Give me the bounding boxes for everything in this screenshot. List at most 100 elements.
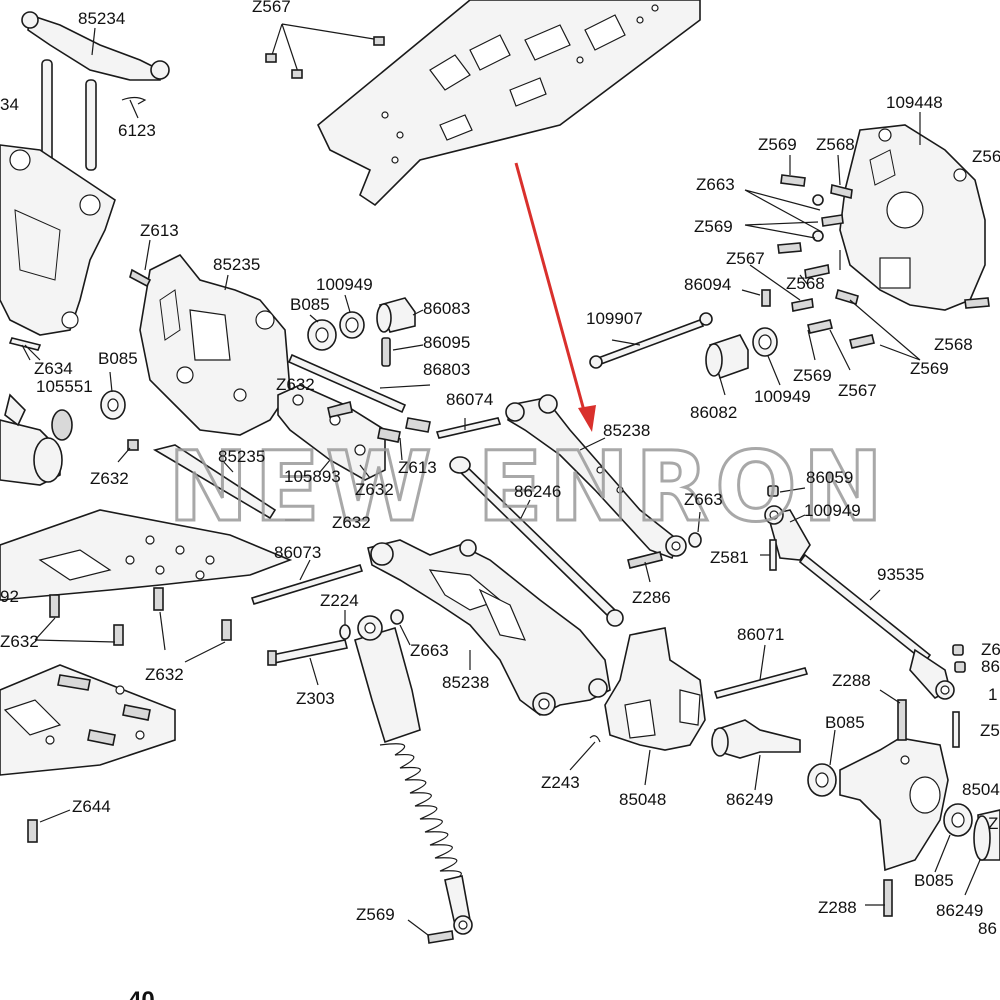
label-z663-b: Z663 — [684, 490, 723, 509]
label-z634: Z634 — [34, 359, 73, 378]
bracket-105893 — [277, 384, 386, 481]
screw-z581 — [769, 539, 777, 571]
label-z613-a: Z613 — [140, 221, 179, 240]
label-z663-c: Z663 — [410, 641, 449, 660]
label-z644: Z644 — [72, 797, 111, 816]
shaft-86803 — [287, 353, 407, 414]
ring-100949-b — [752, 327, 778, 357]
label-109448: 109448 — [886, 93, 943, 112]
label-86249-b: 86249 — [936, 901, 983, 920]
label-z568-c: Z568 — [934, 335, 973, 354]
label-b085-b: B085 — [98, 349, 138, 368]
differential — [0, 390, 126, 486]
label-34: 34 — [0, 95, 19, 114]
label-b085-c: B085 — [825, 713, 865, 732]
label-85238-b: 85238 — [442, 673, 489, 692]
label-z56-edge: Z56 — [972, 147, 1000, 166]
label-86249-a: 86249 — [726, 790, 773, 809]
part-labels: Z567 85234 34 6123 109448 Z569 Z568 Z56 … — [0, 0, 1000, 938]
nut-z663-b — [688, 532, 702, 548]
tie-rod-93535 — [764, 505, 955, 700]
nuts-right-edge — [952, 644, 966, 673]
label-8504-edge: 8504 — [962, 780, 1000, 799]
knuckle-8504 — [839, 737, 949, 872]
label-z632-d: Z632 — [332, 513, 371, 532]
label-z288-b: Z288 — [818, 898, 857, 917]
label-6123: 6123 — [118, 121, 156, 140]
driveshaft-86246 — [449, 456, 624, 627]
shock-absorber — [354, 615, 473, 935]
label-z288-a: Z288 — [832, 671, 871, 690]
screws-z632-bottom — [34, 587, 232, 663]
label-z632-c: Z632 — [355, 480, 394, 499]
label-86095: 86095 — [423, 333, 470, 352]
screw-z613-a — [129, 239, 152, 288]
screw-z5-edge — [952, 711, 960, 748]
label-z568-b: Z568 — [786, 274, 825, 293]
label-z286: Z286 — [632, 588, 671, 607]
label-100949-a: 100949 — [316, 275, 373, 294]
label-92: 92 — [0, 587, 19, 606]
screw-z632-b — [327, 401, 353, 418]
label-b085-d: B085 — [914, 871, 954, 890]
shaft-86071 — [713, 667, 809, 699]
label-z567-c: Z567 — [838, 381, 877, 400]
shaft-86073 — [250, 564, 364, 605]
label-86073: 86073 — [274, 543, 321, 562]
screws-z644 — [27, 809, 71, 843]
gearbox-109448 — [839, 124, 986, 311]
label-86094: 86094 — [684, 275, 731, 294]
label-z6-edge: Z6 — [981, 640, 1000, 659]
skid-plate — [0, 509, 293, 601]
label-z224: Z224 — [320, 591, 359, 610]
label-105893: 105893 — [284, 467, 341, 486]
lower-skid-plate — [0, 664, 176, 776]
ring-100949-a — [339, 311, 365, 339]
screw-z567-top — [265, 23, 385, 79]
washer-z224 — [339, 624, 351, 640]
label-z569-e: Z569 — [356, 905, 395, 924]
hub-carrier-85048 — [604, 627, 706, 751]
label-z569-d: Z569 — [910, 359, 949, 378]
label-100949-b: 100949 — [754, 387, 811, 406]
chassis-plate — [317, 0, 701, 207]
label-85238-a: 85238 — [603, 421, 650, 440]
label-z569-c: Z569 — [793, 366, 832, 385]
plate-85235-b — [152, 444, 277, 520]
label-86083: 86083 — [423, 299, 470, 318]
screw-z613-b — [377, 417, 431, 443]
axle-86249-b — [973, 809, 1000, 861]
shaft-86074 — [435, 417, 502, 439]
pin-86095 — [381, 337, 391, 367]
housing-85235 — [139, 253, 291, 436]
label-85235-a: 85235 — [213, 255, 260, 274]
label-93535: 93535 — [877, 565, 924, 584]
label-86074: 86074 — [446, 390, 493, 409]
leader-lines — [24, 27, 981, 936]
bearing-b085-d — [943, 803, 973, 837]
label-85234: 85234 — [78, 9, 125, 28]
label-85048: 85048 — [619, 790, 666, 809]
label-86071: 86071 — [737, 625, 784, 644]
upper-arm-85238 — [505, 394, 687, 560]
label-z632-b: Z632 — [90, 469, 129, 488]
bearing-b085-a — [307, 319, 337, 351]
label-z569-a: Z569 — [758, 135, 797, 154]
label-z569-b: Z569 — [694, 217, 733, 236]
screw-z569-e — [427, 930, 454, 944]
label-z613-b: Z613 — [398, 458, 437, 477]
screw-z303 — [267, 639, 348, 666]
left-gearbox — [0, 144, 116, 336]
cup-86083 — [376, 297, 416, 333]
bearing-b085-c — [807, 763, 837, 797]
nut-z663-c — [390, 609, 404, 625]
screw-z634 — [8, 337, 42, 361]
lower-arm-85238 — [367, 539, 611, 716]
nut-86059 — [767, 485, 779, 497]
label-z567-top: Z567 — [252, 0, 291, 16]
clip-z243 — [589, 735, 601, 743]
label-z243: Z243 — [541, 773, 580, 792]
cup-86082 — [705, 334, 749, 380]
label-86059: 86059 — [806, 468, 853, 487]
